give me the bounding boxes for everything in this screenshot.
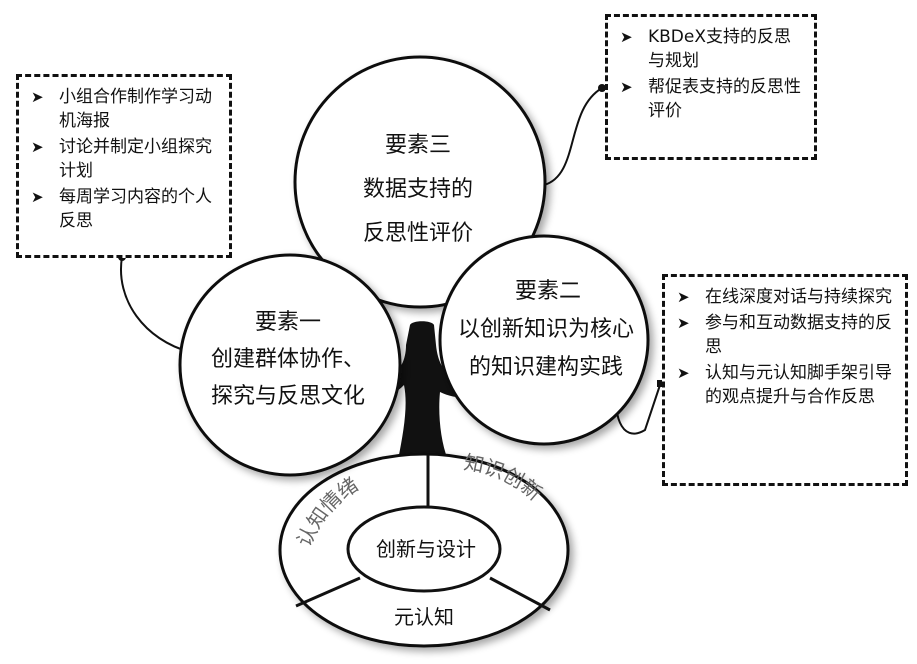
element3-line2: 反思性评价 (363, 221, 473, 246)
arrow-bullet-icon: ➤ (31, 138, 44, 156)
circle-element1 (178, 253, 402, 477)
element1-line1: 创建群体协作、 (211, 347, 365, 372)
list-item: ➤ 认知与元认知脚手架引导的观点提升与合作反思 (677, 361, 895, 409)
circle-element2 (438, 234, 650, 446)
element1-title: 要素一 (255, 310, 321, 335)
connector-top (543, 87, 603, 186)
base-divider-left (295, 576, 361, 608)
base-bottom-label: 元认知 (394, 605, 454, 629)
list-item: ➤ 参与和互动数据支持的反思 (677, 311, 895, 359)
box-element3-activities: ➤ KBDeX支持的反思与规划 ➤ 帮促表支持的反思性评价 (605, 14, 817, 160)
list-item-text: 帮促表支持的反思性评价 (648, 77, 801, 121)
box-element2-activities: ➤ 在线深度对话与持续探究 ➤ 参与和互动数据支持的反思 ➤ 认知与元认知脚手架引导的… (662, 274, 908, 486)
base-divider-right (489, 576, 551, 612)
connector-top-dot (598, 84, 606, 92)
list-item: ➤ 在线深度对话与持续探究 (677, 285, 895, 309)
list-item-text: KBDeX支持的反思与规划 (648, 27, 792, 71)
tree-trunk (372, 321, 480, 460)
element2-line1: 以创新知识为核心 (458, 317, 634, 342)
arrow-bullet-icon: ➤ (620, 78, 633, 96)
arrow-bullet-icon: ➤ (677, 364, 690, 382)
circle-element2-group (438, 234, 650, 446)
list-item-text: 讨论并制定小组探究计划 (59, 137, 212, 181)
list-item: ➤ KBDeX支持的反思与规划 (620, 25, 804, 73)
element3-title: 要素三 (385, 133, 451, 158)
circle-element3 (293, 55, 547, 309)
box-top-list: ➤ KBDeX支持的反思与规划 ➤ 帮促表支持的反思性评价 (620, 25, 804, 123)
list-item: ➤ 讨论并制定小组探究计划 (31, 135, 219, 183)
arrow-bullet-icon: ➤ (677, 288, 690, 306)
list-item: ➤ 每周学习内容的个人反思 (31, 185, 219, 233)
arrow-bullet-icon: ➤ (677, 314, 690, 332)
base-center-label: 创新与设计 (376, 537, 476, 561)
arrow-bullet-icon: ➤ (31, 188, 44, 206)
arrow-bullet-icon: ➤ (620, 28, 633, 46)
circle-element1-group (178, 253, 402, 477)
list-item-text: 参与和互动数据支持的反思 (705, 313, 892, 357)
box-right-list: ➤ 在线深度对话与持续探究 ➤ 参与和互动数据支持的反思 ➤ 认知与元认知脚手架引导的… (677, 285, 895, 409)
list-item-text: 在线深度对话与持续探究 (705, 287, 892, 307)
connector-right-dot (657, 380, 664, 387)
base-inner-ellipse (346, 505, 502, 593)
element2-line2: 的知识建构实践 (469, 355, 623, 380)
box-left-list: ➤ 小组合作制作学习动机海报 ➤ 讨论并制定小组探究计划 ➤ 每周学习内容的个人反思 (31, 85, 219, 233)
list-item-text: 小组合作制作学习动机海报 (59, 87, 212, 131)
element3-line1: 数据支持的 (363, 177, 473, 202)
list-item: ➤ 小组合作制作学习动机海报 (31, 85, 219, 133)
list-item: ➤ 帮促表支持的反思性评价 (620, 75, 804, 123)
arrow-bullet-icon: ➤ (31, 88, 44, 106)
connector-left (120, 256, 191, 353)
list-item-text: 认知与元认知脚手架引导的观点提升与合作反思 (705, 363, 892, 407)
circle-element3-group (293, 55, 547, 309)
box-element1-activities: ➤ 小组合作制作学习动机海报 ➤ 讨论并制定小组探究计划 ➤ 每周学习内容的个人反思 (16, 74, 232, 258)
element2-title: 要素二 (515, 279, 581, 304)
element1-line2: 探究与反思文化 (211, 384, 365, 409)
list-item-text: 每周学习内容的个人反思 (59, 187, 212, 231)
